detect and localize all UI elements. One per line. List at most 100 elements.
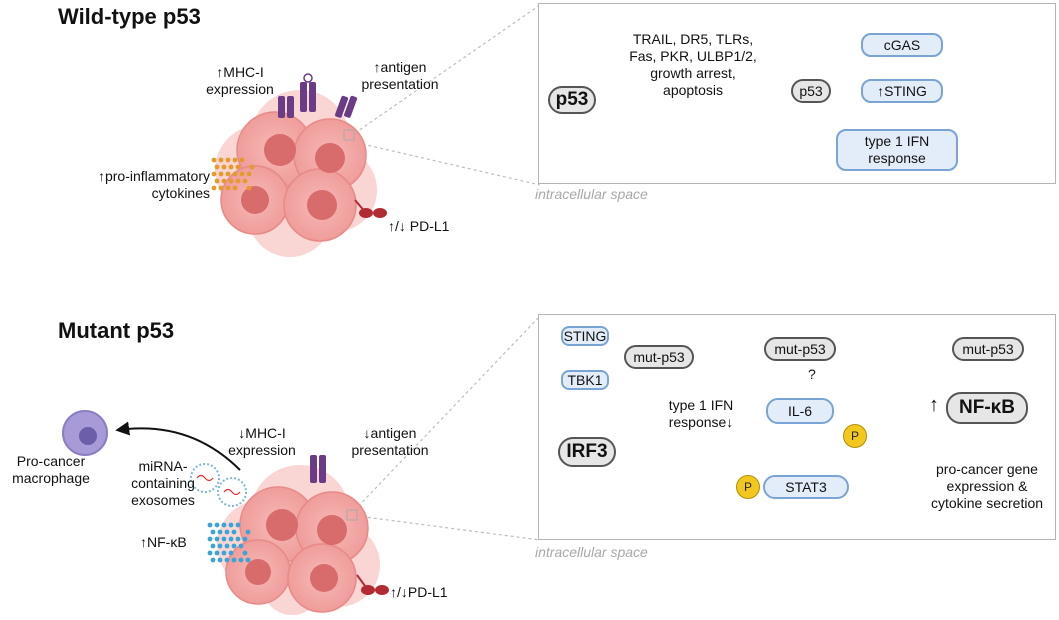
dot	[228, 178, 234, 184]
mhc-line-1: ↓MHC-I	[238, 425, 286, 441]
macrophage-line-1: Pro-cancer	[16, 453, 86, 469]
exosomes	[190, 463, 247, 507]
dot	[238, 557, 244, 563]
ifn-line-1: type 1 IFN	[668, 397, 734, 413]
dot	[214, 550, 220, 556]
outcome-line-3: cytokine secretion	[930, 495, 1044, 511]
sting-node-bottom: STING	[561, 326, 609, 346]
dot	[218, 157, 224, 163]
targets-line-1: TRAIL, DR5, TLRs,	[632, 31, 754, 47]
intracellular-space-bottom: intracellular space	[535, 544, 648, 560]
dot	[228, 536, 234, 542]
pdl1-label-bottom: ↑/↓PD-L1	[390, 584, 448, 600]
dot	[210, 557, 216, 563]
dot	[207, 522, 213, 528]
dot	[211, 171, 217, 177]
dot	[246, 185, 252, 191]
exosomes-line-1: miRNA-	[138, 458, 188, 474]
dot	[221, 522, 227, 528]
dot	[249, 164, 255, 170]
dot	[232, 171, 238, 177]
mhc-receptor-bottom	[310, 455, 326, 483]
pdl1-top	[354, 199, 387, 218]
outcome-label: pro-cancer gene expression & cytokine se…	[918, 461, 1056, 512]
ifn-line-2: response	[868, 150, 926, 166]
dot	[217, 529, 223, 535]
nfkb-label: ↑NF-κB	[140, 534, 187, 550]
mhc-receptors-top	[278, 73, 358, 118]
targets-line-4: apoptosis	[663, 82, 723, 98]
dot	[214, 178, 220, 184]
pdl1-bottom	[356, 574, 389, 595]
dot	[221, 550, 227, 556]
dot	[214, 536, 220, 542]
exosomes-line-3: exosomes	[131, 492, 195, 508]
dot	[210, 543, 216, 549]
mut-p53-node-3: mut-p53	[952, 337, 1024, 361]
dot	[225, 171, 231, 177]
dot	[245, 529, 251, 535]
phospho-circle-2: P	[736, 475, 760, 499]
ifn-line-1: type 1 IFN	[864, 133, 930, 149]
tbk1-node: TBK1	[561, 370, 609, 390]
mut-p53-node-1: mut-p53	[624, 345, 694, 369]
dot	[225, 185, 231, 191]
dot	[218, 185, 224, 191]
dot	[211, 157, 217, 163]
mhc-line-1: ↑MHC-I	[216, 64, 264, 80]
dot	[214, 164, 220, 170]
cytokines-line-2: cytokines	[151, 185, 210, 201]
intracellular-space-top: intracellular space	[535, 186, 648, 202]
outcome-line-1: pro-cancer gene	[936, 461, 1038, 477]
dot	[231, 557, 237, 563]
mut-p53-node-2: mut-p53	[764, 337, 836, 361]
antigen-line-2: presentation	[361, 76, 439, 92]
nfkb-dots	[207, 522, 251, 563]
nfkb-node: NF-κB	[946, 392, 1028, 424]
tumor-cluster-bottom	[217, 465, 380, 615]
dot	[239, 157, 245, 163]
dot	[214, 522, 220, 528]
macrophage-line-2: macrophage	[12, 470, 90, 486]
dot	[246, 171, 252, 177]
antigen-line-2: presentation	[351, 442, 429, 458]
dot	[207, 536, 213, 542]
p53-targets: TRAIL, DR5, TLRs, Fas, PKR, ULBP1/2, gro…	[623, 31, 763, 99]
mhc-line-2: expression	[206, 81, 274, 97]
phospho-circle-1: P	[843, 424, 867, 448]
exosomes-line-2: containing	[131, 475, 195, 491]
dot	[235, 522, 241, 528]
dot	[235, 164, 241, 170]
dot	[221, 536, 227, 542]
dot	[238, 543, 244, 549]
dot	[231, 529, 237, 535]
macrophage	[62, 410, 108, 456]
stat3-node: STAT3	[763, 475, 849, 499]
pdl1-label-top: ↑/↓ PD-L1	[388, 218, 450, 234]
sting-node-top: ↑STING	[861, 79, 943, 103]
dot	[242, 178, 248, 184]
dot	[211, 185, 217, 191]
dot	[218, 171, 224, 177]
dot	[228, 164, 234, 170]
outcome-line-2: expression &	[946, 478, 1028, 494]
targets-line-3: growth arrest,	[650, 65, 736, 81]
dot	[217, 557, 223, 563]
antigen-line-1: ↑antigen	[373, 59, 427, 75]
mhc-line-2: expression	[228, 442, 296, 458]
exosomes-label: miRNA- containing exosomes	[118, 458, 208, 509]
cgas-node: cGAS	[861, 33, 943, 57]
dot	[217, 543, 223, 549]
ifn-line-2: response↓	[668, 414, 734, 430]
wild-type-title: Wild-type p53	[58, 4, 201, 29]
dot	[228, 522, 234, 528]
